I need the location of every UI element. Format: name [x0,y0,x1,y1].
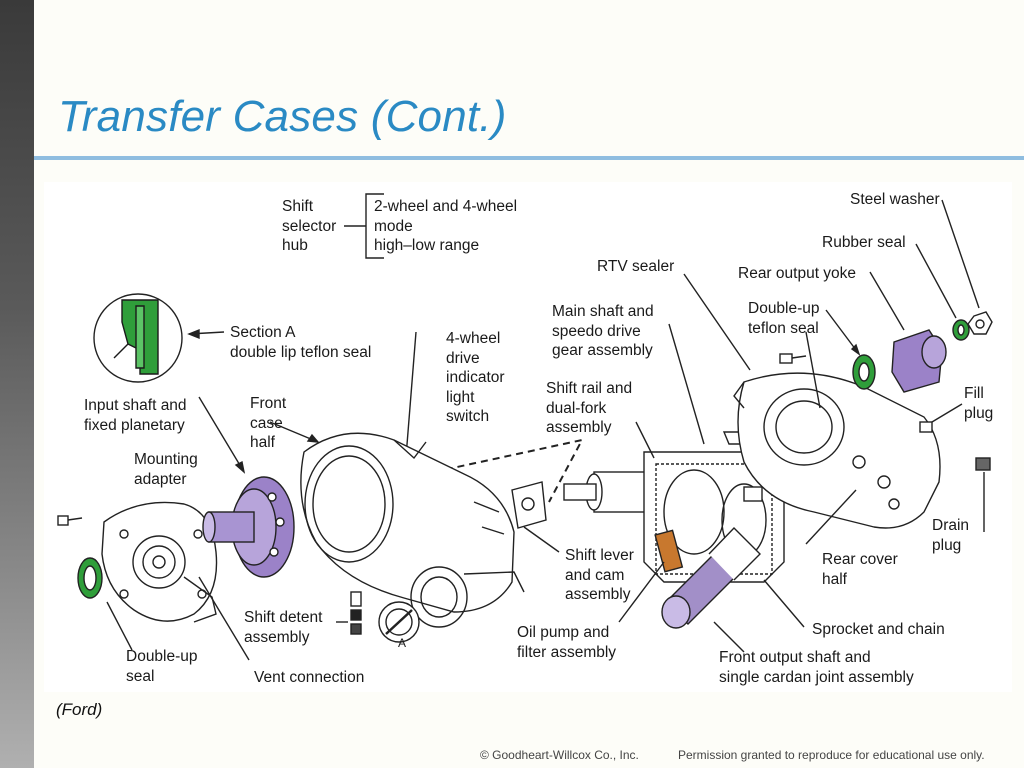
label-double-up-seal: Double-up seal [126,648,198,685]
label-drain-plug: Drain plug [932,517,970,554]
label-double-up-teflon: Double-up teflon seal [748,300,820,337]
label-shift-lever: Shift lever and cam assembly [565,547,634,603]
drain-plug-part [975,457,991,471]
fill-plug-part [919,421,933,433]
label-section-marker: A [398,636,407,650]
footer-permission: Permission granted to reproduce for educ… [678,748,985,762]
oil-pump-part [654,529,684,573]
label-sprocket-chain: Sprocket and chain [812,621,945,638]
teflon-seal-part [852,354,876,390]
label-section-a: Section A double lip teflon seal [230,324,372,361]
label-steel-washer: Steel washer [850,191,940,208]
vent-seal-part [378,601,420,643]
label-rear-output-yoke: Rear output yoke [738,265,857,282]
label-oil-pump: Oil pump and filter assembly [517,624,617,661]
front-output-shaft-part [661,527,761,629]
label-four-wheel-drive-switch: 4-wheel drive indicator light switch [446,330,505,425]
rubber-seal-part [952,319,970,341]
transfer-case-diagram: Shift selector hub 2-wheel and 4-wheel m… [44,182,1012,692]
label-fill-plug: Fill plug [964,385,994,422]
label-shift-rail: Shift rail and dual-fork assembly [546,380,633,436]
exploded-view-illustration [57,193,993,661]
label-vent-connection: Vent connection [254,669,365,686]
label-front-case-half: Front case half [250,395,287,451]
slide-side-bar [0,0,34,768]
rear-output-yoke-part [891,329,947,393]
rear-cover-half-part [733,372,941,529]
section-a-seal [113,299,159,375]
label-shift-selector-modes: 2-wheel and 4-wheel mode high–low range [374,198,518,254]
label-mounting-adapter: Mounting adapter [134,451,198,488]
input-planetary-part [202,476,295,578]
label-main-shaft: Main shaft and speedo drive gear assembl… [552,303,654,359]
label-rear-cover-half: Rear cover half [822,551,898,588]
shift-detent-part [350,591,362,635]
label-shift-detent: Shift detent assembly [244,609,323,646]
steel-washer-part [967,311,993,335]
title-divider [34,156,1024,160]
mounting-adapter-part [101,501,218,623]
front-case-half-part [300,432,525,628]
label-rtv-sealer: RTV sealer [597,258,675,275]
label-front-output-shaft: Front output shaft and single cardan joi… [719,649,914,686]
rtv-bolt-part [779,353,807,364]
footer-copyright: © Goodheart-Willcox Co., Inc. [480,748,639,762]
label-rubber-seal: Rubber seal [822,234,906,251]
figure-caption: (Ford) [56,700,103,719]
adapter-bolt [57,515,83,526]
section-a-inset [93,293,183,383]
label-input-shaft: Input shaft and fixed planetary [84,397,187,434]
shift-lever-part [511,481,547,529]
double-up-seal-part [77,557,103,599]
label-shift-selector-hub: Shift selector hub [282,198,337,254]
slide-title: Transfer Cases (Cont.) [58,92,507,141]
